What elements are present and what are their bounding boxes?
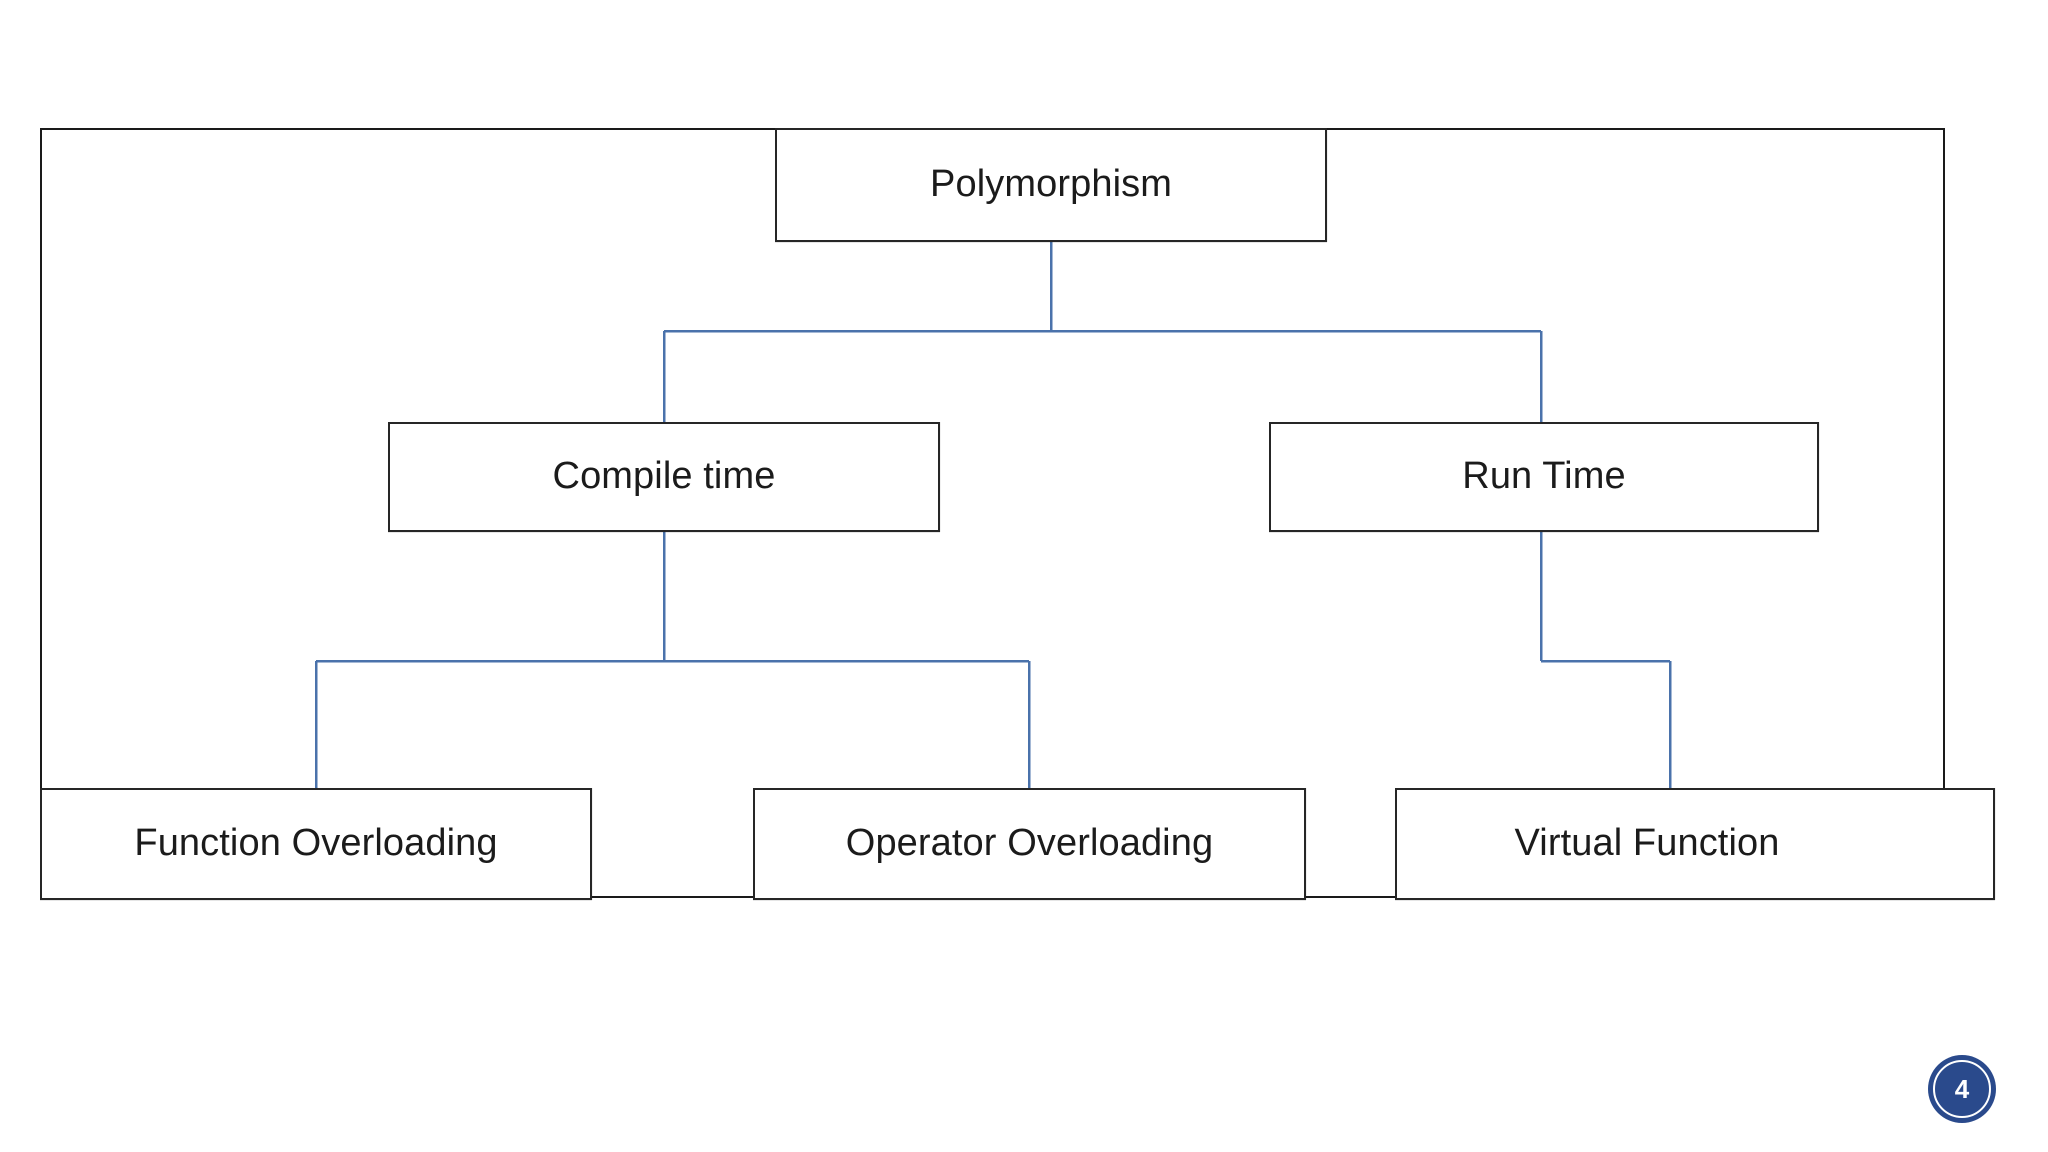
node-run-time-label: Run Time xyxy=(1462,455,1626,498)
node-compile-time-label: Compile time xyxy=(552,455,776,498)
node-function-overloading[interactable]: Function Overloading xyxy=(40,788,592,900)
node-run-time[interactable]: Run Time xyxy=(1269,422,1819,532)
page-number-badge: 4 xyxy=(1928,1055,1996,1123)
node-virtual-function[interactable]: Virtual Function xyxy=(1395,788,1995,900)
node-operator-overloading[interactable]: Operator Overloading xyxy=(753,788,1306,900)
node-polymorphism-label: Polymorphism xyxy=(930,163,1172,206)
page-number-text: 4 xyxy=(1954,1074,1970,1104)
node-function-overloading-label: Function Overloading xyxy=(134,822,498,865)
node-virtual-function-label: Virtual Function xyxy=(1514,822,1780,865)
node-operator-overloading-label: Operator Overloading xyxy=(845,822,1214,865)
node-polymorphism[interactable]: Polymorphism xyxy=(775,128,1327,242)
node-compile-time[interactable]: Compile time xyxy=(388,422,940,532)
